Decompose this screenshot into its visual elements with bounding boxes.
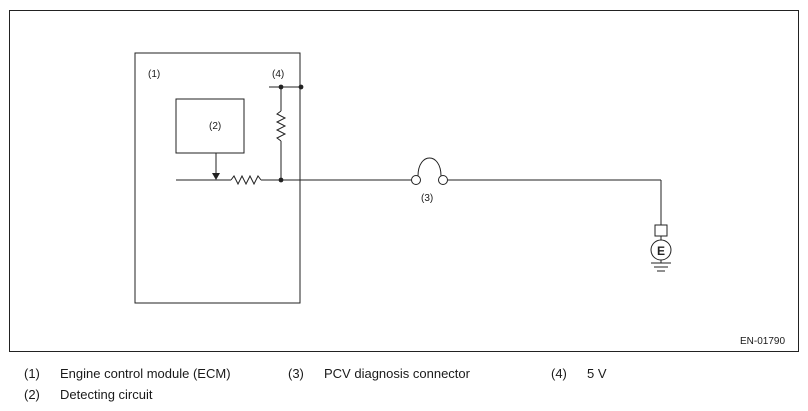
legend-item-2: (2) Detecting circuit [24,387,152,402]
supply-label: (4) [272,69,284,80]
figure-code: EN-01790 [740,336,786,347]
ecm-box [134,52,301,304]
supply-node-right [298,84,304,90]
series-resistor [230,174,262,186]
ground-label: E [657,244,665,258]
legend-text-3: PCV diagnosis connector [324,366,470,381]
legend-item-3: (3) PCV diagnosis connector [288,366,470,381]
detect-arrow-head [212,173,220,180]
pullup-resistor [275,110,287,142]
legend-num-1: (1) [24,366,40,381]
ecm-label: (1) [148,69,160,80]
connector-terminal-left [411,175,421,185]
circuit-diagram: (1) (2) (4) (3) E [134,52,672,304]
detecting-circuit-box [175,98,245,154]
legend-num-3: (3) [288,366,304,381]
connector-jumper [417,157,442,177]
diagram-frame [9,10,799,352]
legend-text-1: Engine control module (ECM) [60,366,231,381]
ground-terminal [654,224,668,237]
legend-item-4: (4) 5 V [551,366,607,381]
connector-label: (3) [421,193,433,204]
detecting-circuit-label: (2) [209,121,221,132]
connector-terminal-right [438,175,448,185]
legend-item-1: (1) Engine control module (ECM) [24,366,231,381]
legend: (1) Engine control module (ECM) (3) PCV di… [0,364,808,408]
legend-text-2: Detecting circuit [60,387,153,402]
legend-text-4: 5 V [587,366,607,381]
legend-num-2: (2) [24,387,40,402]
legend-num-4: (4) [551,366,567,381]
